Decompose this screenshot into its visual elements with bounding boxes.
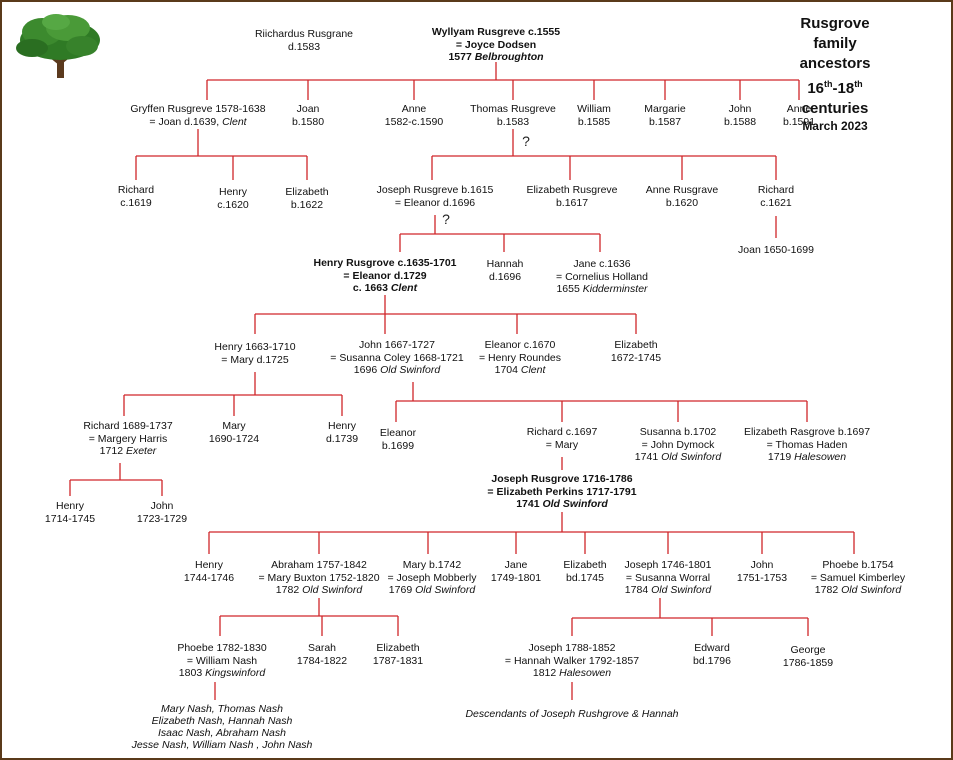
person-eleanor-1670: Eleanor c.1670= Henry Roundes 1704 Clent — [478, 339, 562, 376]
uncertain-link-mark: ? — [522, 133, 530, 149]
person-richard-1689: Richard 1689-1737= Margery Harris 1712 E… — [83, 420, 173, 457]
uncertain-link-mark: ? — [442, 211, 450, 227]
oak-tree-icon — [16, 14, 100, 78]
person-joseph-1746: Joseph 1746-1801= Susanna Worral 1784 Ol… — [624, 559, 712, 596]
person-susanna-1702: Susanna b.1702= John Dymock 1741 Old Swi… — [634, 426, 722, 463]
person-joan-1650: Joan 1650-1699 — [738, 244, 814, 256]
person-jane-1636: Jane c.1636= Cornelius Holland 1655 Kidd… — [556, 258, 648, 295]
title-centuries: 16th-18th centuries — [801, 79, 869, 117]
person-wyllyam: Wyllyam Rusgreve c.1555= Joyce Dodsen 15… — [431, 26, 561, 63]
person-joseph-1788: Joseph 1788-1852= Hannah Walker 1792-185… — [504, 642, 640, 679]
person-john-1667: John 1667-1727= Susanna Coley 1668-1721 … — [330, 339, 464, 376]
person-elizabeth-rasgrove-1697: Elizabeth Rasgrove b.1697= Thomas Haden … — [743, 426, 871, 463]
chart-title: Rusgrove family ancestors 16th-18th cent… — [777, 14, 893, 134]
person-gryffen: Gryffen Rusgreve 1578-1638= Joan d.1639,… — [130, 103, 266, 128]
title-line: Rusgrove family ancestors — [799, 15, 871, 72]
title-date: March 2023 — [802, 119, 868, 133]
joseph-1788-descendants: Descendants of Joseph Rushgrove & Hannah — [465, 708, 679, 720]
person-joseph-1716: Joseph Rusgrove 1716-1786= Elizabeth Per… — [487, 473, 637, 510]
person-abraham-1757: Abraham 1757-1842= Mary Buxton 1752-1820… — [258, 559, 380, 596]
nash-descendants: Mary Nash, Thomas Nash Elizabeth Nash, H… — [131, 703, 313, 751]
person-phoebe-1782: Phoebe 1782-1830= William Nash 1803 King… — [177, 642, 267, 679]
person-richard-1697: Richard c.1697= Mary — [526, 426, 598, 451]
person-phoebe-1754: Phoebe b.1754= Samuel Kimberley 1782 Old… — [810, 559, 906, 596]
person-mary-1742: Mary b.1742= Joseph Mobberly 1769 Old Sw… — [387, 559, 477, 596]
person-joseph-1615: Joseph Rusgreve b.1615= Eleanor d.1696 — [376, 184, 494, 209]
person-henry-1635: Henry Rusgrove c.1635-1701= Eleanor d.17… — [313, 257, 457, 294]
person-henry-1663: Henry 1663-1710= Mary d.1725 — [214, 341, 296, 366]
